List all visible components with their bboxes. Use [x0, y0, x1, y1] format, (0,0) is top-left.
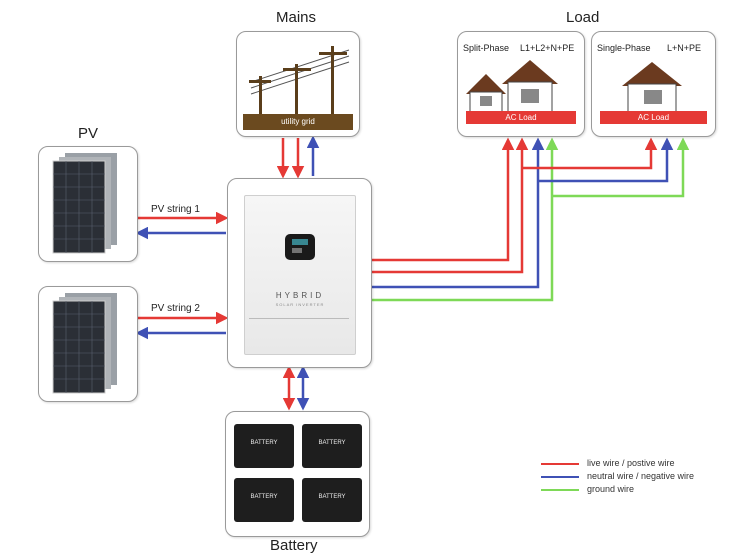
battery-icon: BATTERY — [234, 478, 294, 522]
pv-string-1-label: PV string 1 — [151, 204, 200, 215]
single-ground-wire — [552, 137, 690, 198]
solar-panel-icon — [52, 293, 117, 394]
utility-grid-label: utility grid — [281, 117, 315, 126]
single-phase-title: Single-Phase — [597, 43, 651, 53]
inverter-display-icon — [285, 234, 315, 260]
load-l2-wire — [370, 137, 529, 274]
mains-box: utility grid — [236, 31, 360, 137]
split-phase-spec: L1+L2+N+PE — [520, 43, 575, 53]
inverter-subtitle: SOLAR INVERTER — [275, 302, 325, 307]
pv-panels-box-2 — [38, 286, 138, 402]
load-neutral-wire — [370, 137, 545, 289]
split-phase-load-box: Split-Phase L1+L2+N+PE AC Load — [457, 31, 585, 137]
utility-pole-icon — [243, 46, 353, 130]
legend-swatch-neutral — [541, 476, 579, 478]
load-l1-wire — [370, 137, 515, 262]
load-ground-wire — [370, 137, 559, 302]
single-phase-load-box: Single-Phase L+N+PE AC Load — [591, 31, 716, 137]
battery-heading: Battery — [270, 537, 318, 554]
inverter-box: HYBRID SOLAR INVERTER — [227, 178, 372, 368]
inverter-unit: HYBRID SOLAR INVERTER — [244, 195, 356, 355]
solar-panel-icon — [52, 153, 117, 254]
pv-panels-box-1 — [38, 146, 138, 262]
battery-icon: BATTERY — [302, 424, 362, 468]
load-heading: Load — [566, 9, 600, 26]
single-phase-ac-load-bar: AC Load — [600, 111, 707, 124]
legend-swatch-live — [541, 463, 579, 465]
battery-icon: BATTERY — [234, 424, 294, 468]
mains-heading: Mains — [276, 9, 317, 26]
single-live-wire — [522, 137, 658, 170]
legend-swatch-ground — [541, 489, 579, 491]
split-phase-ac-load-bar: AC Load — [466, 111, 576, 124]
split-phase-title: Split-Phase — [463, 43, 510, 53]
battery-box: BATTERY BATTERY BATTERY BATTERY — [225, 411, 370, 537]
single-phase-spec: L+N+PE — [667, 43, 702, 53]
battery-icon: BATTERY — [302, 478, 362, 522]
pv-string-2-label: PV string 2 — [151, 303, 200, 314]
house-icon — [622, 62, 682, 113]
pv-heading: PV — [78, 125, 99, 142]
inverter-brand: HYBRID — [275, 291, 325, 300]
house-icon — [466, 60, 558, 113]
single-neutral-wire — [538, 137, 674, 183]
